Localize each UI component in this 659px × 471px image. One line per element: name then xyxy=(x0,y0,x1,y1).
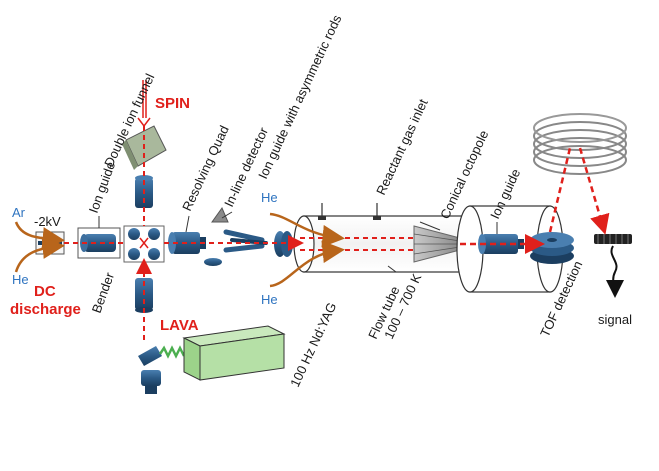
label-signal: signal xyxy=(598,312,632,327)
leader-lines xyxy=(98,211,498,273)
label-reactant-gas-inlet: Reactant gas inlet xyxy=(373,96,431,197)
label-bender: Bender xyxy=(89,270,118,315)
nd-yag-laser xyxy=(182,325,286,381)
ion-beam-path xyxy=(64,126,610,340)
label-voltage: -2kV xyxy=(34,214,61,229)
label-ion-guide-left: Ion guide xyxy=(86,160,118,215)
label-discharge: discharge xyxy=(10,301,81,318)
inline-detector xyxy=(204,206,229,266)
laser-beam-icon xyxy=(158,345,186,359)
label-he-top: He xyxy=(261,190,278,205)
reflectron-rings xyxy=(533,113,627,175)
label-dc: DC xyxy=(34,283,56,300)
he-flow-arrow-left xyxy=(14,236,65,273)
tof-detector xyxy=(594,234,632,244)
signal-arrow xyxy=(605,245,624,298)
conical-octopole xyxy=(413,225,461,263)
ion-guide-asymmetric xyxy=(223,229,268,253)
label-spin: SPIN xyxy=(155,95,190,112)
label-nd-yag: 100 Hz Nd:YAG xyxy=(287,300,339,389)
label-ar: Ar xyxy=(12,205,26,220)
he-flow-arrow-top xyxy=(269,212,345,248)
label-ion-guide-asymmetric: Ion guide with asymmetric rods xyxy=(255,12,345,181)
tof-extraction-plates xyxy=(530,232,574,264)
he-flow-arrow-bottom xyxy=(269,240,345,288)
reactant-gas-inlet xyxy=(318,203,381,220)
label-he-bottom: He xyxy=(261,292,278,307)
label-lava: LAVA xyxy=(160,317,199,334)
label-he-left: He xyxy=(12,272,29,287)
lava-target xyxy=(138,346,162,394)
